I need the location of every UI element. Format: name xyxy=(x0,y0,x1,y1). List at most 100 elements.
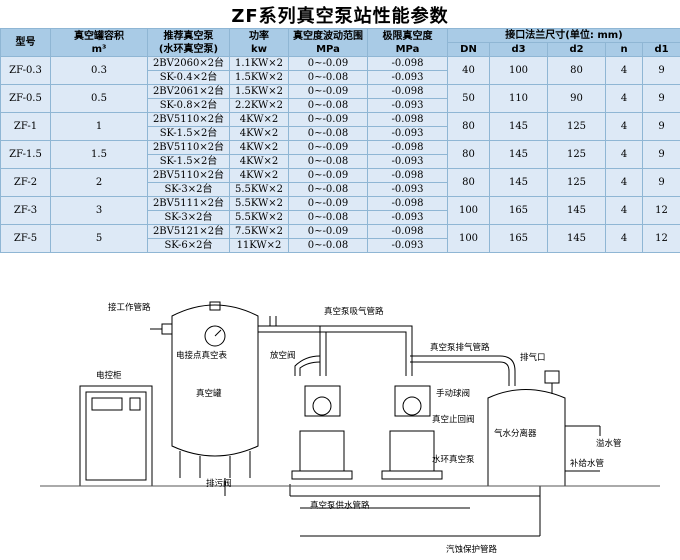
cell-d2: 80 xyxy=(547,56,606,85)
cell-pump: 2BV5121×2台 xyxy=(147,224,230,239)
cell-range: 0~-0.09 xyxy=(288,140,368,155)
cell-power: 4KW×2 xyxy=(229,126,289,141)
cell-model: ZF-5 xyxy=(0,224,51,253)
cell-limit: -0.098 xyxy=(367,196,448,211)
cell-limit: -0.093 xyxy=(367,98,448,113)
cell-d1: 9 xyxy=(641,112,680,141)
separator-shape xyxy=(487,389,566,487)
cell-volume: 0.3 xyxy=(50,56,148,85)
header-n: n xyxy=(605,42,643,57)
cell-model: ZF-0.3 xyxy=(0,56,51,85)
cell-limit: -0.098 xyxy=(367,112,448,127)
label-exhaust-pipe: 真空泵排气管路 xyxy=(430,342,490,353)
cell-n: 4 xyxy=(605,84,643,113)
cell-range: 0~-0.08 xyxy=(288,70,368,85)
header-model: 型号 xyxy=(0,28,51,57)
cell-volume: 5 xyxy=(50,224,148,253)
cell-d3: 110 xyxy=(489,84,548,113)
cell-d3: 145 xyxy=(489,140,548,169)
label-exhaust-port: 排气口 xyxy=(520,352,546,363)
cell-d1: 9 xyxy=(641,168,680,197)
cell-volume: 1.5 xyxy=(50,140,148,169)
header-d1: d1 xyxy=(641,42,680,57)
cell-d2: 125 xyxy=(547,112,606,141)
header-d2: d2 xyxy=(547,42,606,57)
header-pump: 推荐真空泵(水环真空泵) xyxy=(147,28,230,57)
cell-dn: 40 xyxy=(447,56,490,85)
label-check-valve: 真空止回阀 xyxy=(432,414,475,425)
cell-range: 0~-0.09 xyxy=(288,224,368,239)
cell-dn: 50 xyxy=(447,84,490,113)
label-overflow: 溢水管 xyxy=(596,438,622,449)
cell-n: 4 xyxy=(605,224,643,253)
cell-power: 5.5KW×2 xyxy=(229,196,289,211)
cell-pump: SK-6×2台 xyxy=(147,238,230,253)
cell-pump: 2BV2060×2台 xyxy=(147,56,230,71)
cell-range: 0~-0.09 xyxy=(288,196,368,211)
cell-pump: SK-1.5×2台 xyxy=(147,154,230,169)
vacuum-tank-shape xyxy=(171,304,259,457)
cell-dn: 80 xyxy=(447,112,490,141)
cell-n: 4 xyxy=(605,56,643,85)
cell-volume: 2 xyxy=(50,168,148,197)
cell-n: 4 xyxy=(605,112,643,141)
cell-volume: 0.5 xyxy=(50,84,148,113)
cell-d1: 9 xyxy=(641,56,680,85)
cell-range: 0~-0.09 xyxy=(288,112,368,127)
cell-limit: -0.098 xyxy=(367,84,448,99)
page-title: ZF系列真空泵站性能参数 xyxy=(231,6,449,27)
cell-power: 4KW×2 xyxy=(229,154,289,169)
cell-pump: SK-3×2台 xyxy=(147,182,230,197)
label-manual-valve: 手动球阀 xyxy=(436,388,470,399)
cell-limit: -0.098 xyxy=(367,224,448,239)
cell-power: 7.5KW×2 xyxy=(229,224,289,239)
cell-power: 4KW×2 xyxy=(229,140,289,155)
cell-limit: -0.093 xyxy=(367,182,448,197)
cell-d2: 90 xyxy=(547,84,606,113)
label-makeup-pipe: 补给水管 xyxy=(570,458,604,469)
cell-pump: 2BV5110×2台 xyxy=(147,112,230,127)
cell-range: 0~-0.09 xyxy=(288,56,368,71)
cell-model: ZF-2 xyxy=(0,168,51,197)
cell-pump: SK-0.4×2台 xyxy=(147,70,230,85)
label-tank: 真空罐 xyxy=(196,388,222,399)
cell-limit: -0.093 xyxy=(367,210,448,225)
cell-d3: 165 xyxy=(489,196,548,225)
cell-d1: 9 xyxy=(641,140,680,169)
label-separator: 气水分离器 xyxy=(494,428,537,439)
control-cabinet-shape xyxy=(79,385,153,487)
cell-d2: 125 xyxy=(547,140,606,169)
cell-pump: 2BV2061×2台 xyxy=(147,84,230,99)
cell-power: 1.5KW×2 xyxy=(229,84,289,99)
cell-volume: 1 xyxy=(50,112,148,141)
label-drain-valve: 排污阀 xyxy=(206,478,232,489)
cell-limit: -0.098 xyxy=(367,168,448,183)
cell-n: 4 xyxy=(605,168,643,197)
cell-range: 0~-0.08 xyxy=(288,98,368,113)
label-vent-valve: 放空阀 xyxy=(270,350,296,361)
cell-pump: SK-1.5×2台 xyxy=(147,126,230,141)
cell-limit: -0.093 xyxy=(367,126,448,141)
cell-model: ZF-1 xyxy=(0,112,51,141)
cell-limit: -0.093 xyxy=(367,154,448,169)
label-control-cabinet: 电控柜 xyxy=(96,370,122,381)
cell-pump: SK-0.8×2台 xyxy=(147,98,230,113)
cell-power: 4KW×2 xyxy=(229,168,289,183)
cell-power: 11KW×2 xyxy=(229,238,289,253)
cell-d3: 165 xyxy=(489,224,548,253)
cell-pump: 2BV5111×2台 xyxy=(147,196,230,211)
cell-range: 0~-0.09 xyxy=(288,84,368,99)
pump-2-shape xyxy=(394,385,431,417)
